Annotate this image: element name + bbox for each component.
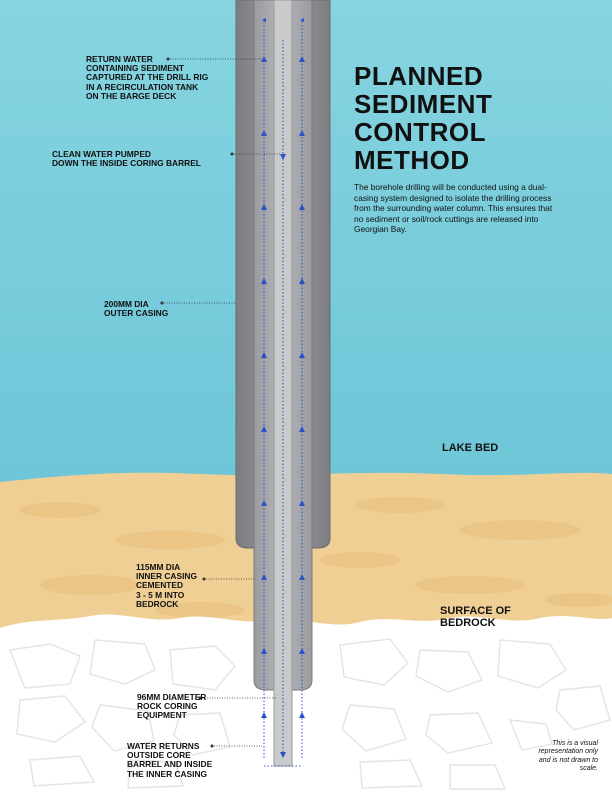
callout-outer-casing: 200MM DIA OUTER CASING [104,299,169,319]
bedrock-layer [0,614,612,792]
callout-coring-equipment: 96MM DIAMETER ROCK CORING EQUIPMENT [137,692,207,721]
callout-clean-water: CLEAN WATER PUMPED DOWN THE INSIDE CORIN… [52,149,201,169]
down-flow-arrow [280,40,286,758]
sand-texture [20,497,612,618]
callout-inner-casing: 115MM DIA INNER CASING CEMENTED 3 - 5 M … [136,562,197,609]
flow-arrowheads [261,56,305,718]
description-paragraph: The borehole drilling will be conducted … [354,182,553,235]
bedrock-surface-label: SURFACE OF BEDROCK [440,605,511,629]
scale-disclaimer: This is a visual representation only and… [538,740,598,773]
page-title: PLANNED SEDIMENT CONTROL METHOD [354,61,493,175]
bedrock-texture [9,638,611,790]
leader-tips [160,57,234,748]
callout-return-water: RETURN WATER CONTAINING SEDIMENT CAPTURE… [86,54,209,101]
lake-bed-label: LAKE BED [442,442,499,454]
callout-water-returns: WATER RETURNS OUTSIDE CORE BARREL AND IN… [127,741,213,779]
leader-lines [164,58,281,747]
